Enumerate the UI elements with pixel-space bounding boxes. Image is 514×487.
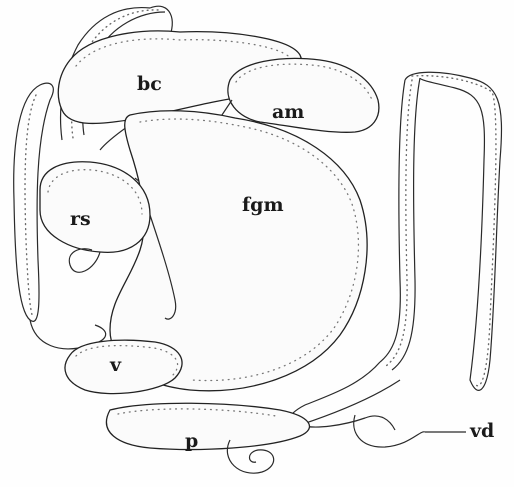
label-bc: bc <box>137 75 162 94</box>
label-vd: vd <box>470 422 494 441</box>
label-p: p <box>185 432 198 451</box>
label-fgm: fgm <box>242 196 284 215</box>
label-v: v <box>110 356 121 375</box>
label-am: am <box>272 103 304 122</box>
penis <box>106 403 309 473</box>
label-rs: rs <box>70 210 91 229</box>
